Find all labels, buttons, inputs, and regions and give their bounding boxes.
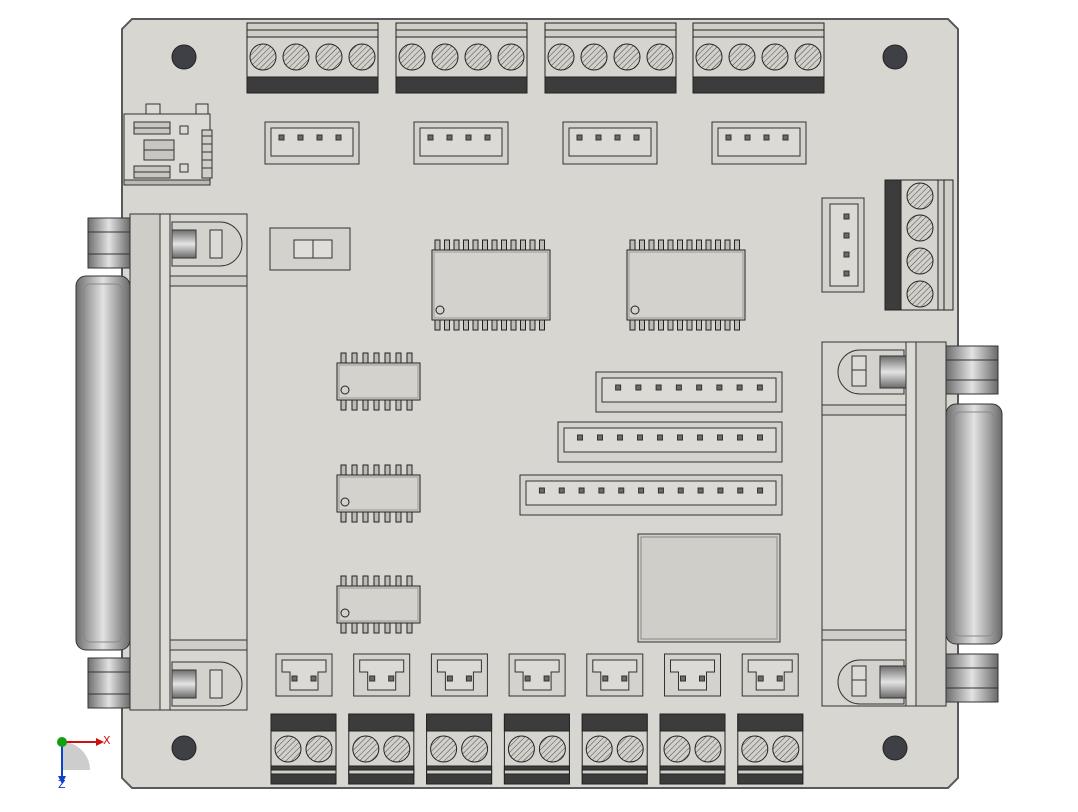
pin-header bbox=[413, 121, 509, 165]
pin-header bbox=[562, 121, 658, 165]
slide-switch bbox=[269, 227, 351, 271]
axis-z-label: Z bbox=[58, 778, 66, 791]
screw-terminal-block bbox=[395, 22, 528, 94]
screw-terminal-block-2 bbox=[659, 713, 726, 785]
box-headers bbox=[519, 371, 783, 516]
axis-x-label: X bbox=[103, 734, 111, 747]
left-db-connector bbox=[75, 213, 248, 711]
bottom-screw-terminals bbox=[270, 713, 804, 785]
screw-terminal-block-2 bbox=[426, 713, 493, 785]
pin-header bbox=[711, 121, 807, 165]
mounting-hole bbox=[882, 735, 908, 761]
ic-chip bbox=[336, 464, 421, 523]
screw-terminal-block-2 bbox=[348, 713, 415, 785]
pin-header-2 bbox=[275, 653, 333, 697]
mounting-hole bbox=[882, 44, 908, 70]
mounting-hole bbox=[171, 735, 197, 761]
ic-chip bbox=[336, 575, 421, 634]
usb-mini-connector bbox=[123, 103, 213, 186]
ic-chip bbox=[431, 239, 551, 331]
screw-terminal-block-2 bbox=[270, 713, 337, 785]
ic-chip bbox=[336, 352, 421, 411]
top-pin-headers bbox=[264, 121, 807, 165]
box-header bbox=[519, 474, 783, 516]
box-header bbox=[595, 371, 783, 413]
screw-terminal-block-2 bbox=[581, 713, 648, 785]
top-screw-terminals bbox=[246, 22, 825, 94]
mounting-hole bbox=[171, 44, 197, 70]
box-header bbox=[557, 421, 783, 463]
side-pin-header bbox=[821, 197, 865, 293]
bottom-pin-headers bbox=[275, 653, 799, 697]
right-db-connector bbox=[821, 341, 1003, 707]
pin-header-2 bbox=[353, 653, 411, 697]
screw-terminal-block bbox=[246, 22, 379, 94]
screw-terminal-block-2 bbox=[503, 713, 570, 785]
pin-header-2 bbox=[664, 653, 721, 697]
pin-header-2 bbox=[741, 653, 799, 697]
screw-terminal-block bbox=[544, 22, 677, 94]
screw-terminal-block bbox=[692, 22, 825, 94]
axis-triad: X Z bbox=[57, 734, 111, 791]
pin-header-2 bbox=[508, 653, 566, 697]
screw-terminal-block-2 bbox=[737, 713, 804, 785]
soic24-chips bbox=[431, 239, 746, 331]
crystal-module bbox=[637, 533, 781, 643]
pin-header bbox=[264, 121, 360, 165]
ic-chip bbox=[626, 239, 746, 331]
mounting-holes bbox=[171, 44, 908, 761]
pin-header-2 bbox=[430, 653, 488, 697]
pin-header-2 bbox=[586, 653, 644, 697]
soic14-chips bbox=[336, 352, 421, 634]
side-screw-terminal bbox=[884, 179, 954, 311]
